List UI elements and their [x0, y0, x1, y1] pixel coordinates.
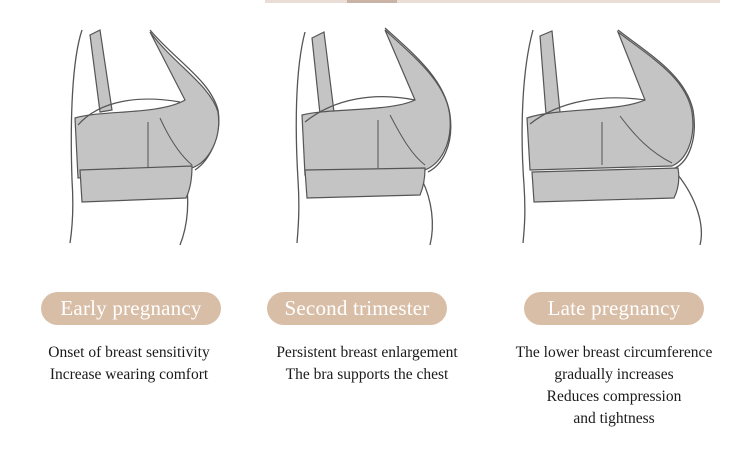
- stage-description-early: Onset of breast sensitivity Increase wea…: [4, 342, 254, 386]
- stage-panel-second: Second trimester Persistent breast enlar…: [250, 0, 500, 455]
- description-line: gradually increases: [554, 366, 674, 383]
- stage-description-late: The lower breast circumference gradually…: [489, 342, 739, 430]
- description-line: Increase wearing comfort: [49, 366, 209, 383]
- stage-description-second: Persistent breast enlargement The bra su…: [242, 342, 492, 386]
- description-line: The lower breast circumference: [515, 344, 713, 361]
- bra-illustration-second: [295, 27, 452, 246]
- stage-label-second: Second trimester: [267, 292, 447, 325]
- description-line: and tightness: [573, 410, 655, 427]
- stage-label-late: Late pregnancy: [524, 292, 704, 325]
- description-line: The bra supports the chest: [285, 366, 449, 383]
- stage-label-early: Early pregnancy: [41, 292, 221, 325]
- top-accent-line: [265, 0, 720, 3]
- description-line: Onset of breast sensitivity: [48, 344, 210, 361]
- stage-panel-late: Late pregnancy The lower breast circumfe…: [500, 0, 750, 455]
- bra-illustration-late: [521, 29, 702, 246]
- description-line: Reduces compression: [546, 388, 682, 405]
- bra-illustration-early: [69, 29, 220, 246]
- description-line: Persistent breast enlargement: [276, 344, 458, 361]
- stage-panel-early: Early pregnancy Onset of breast sensitiv…: [0, 0, 250, 455]
